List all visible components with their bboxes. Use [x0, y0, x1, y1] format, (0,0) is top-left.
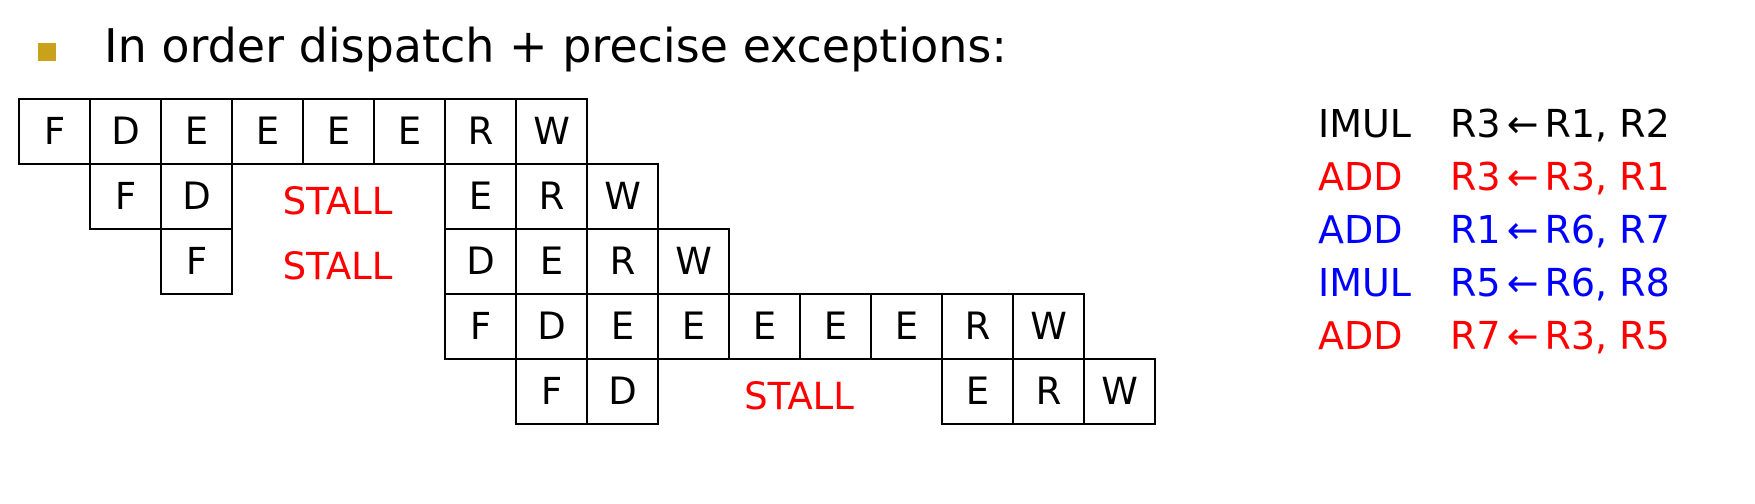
pipeline-stage-cell: E — [302, 98, 375, 165]
assign-arrow-icon: ← — [1506, 261, 1539, 305]
instruction-opcode: IMUL — [1318, 261, 1411, 305]
pipeline-stage-cell: W — [1012, 293, 1085, 360]
pipeline-stage-cell: R — [444, 98, 517, 165]
instruction-line: ADD R1←R6, R7 — [1318, 204, 1670, 257]
instruction-opcode: IMUL — [1318, 102, 1411, 146]
instruction-line: ADD R7←R3, R5 — [1318, 310, 1670, 363]
pipeline-stage-cell: F — [444, 293, 517, 360]
instruction-destination: R7 — [1450, 314, 1501, 358]
heading: In order dispatch + precise exceptions: — [104, 19, 1007, 73]
pipeline-stage-cell: E — [231, 98, 304, 165]
pipeline-stage-cell: D — [586, 358, 659, 425]
pipeline-stage-cell: E — [444, 163, 517, 230]
stall-label: STALL — [282, 180, 393, 223]
bullet-square — [38, 43, 56, 61]
assign-arrow-icon: ← — [1506, 155, 1539, 199]
pipeline-stage-cell: W — [586, 163, 659, 230]
pipeline-stage-cell: R — [586, 228, 659, 295]
instruction-destination: R1 — [1450, 208, 1501, 252]
instruction-line: ADD R3←R3, R1 — [1318, 151, 1670, 204]
pipeline-stage-cell: E — [373, 98, 446, 165]
pipeline-stage-cell: F — [160, 228, 233, 295]
pipeline-stage-cell: R — [1012, 358, 1085, 425]
instruction-line: IMUL R5←R6, R8 — [1318, 257, 1670, 310]
pipeline-stage-cell: D — [160, 163, 233, 230]
assign-arrow-icon: ← — [1506, 208, 1539, 252]
stall-label: STALL — [744, 375, 854, 418]
instruction-destination: R5 — [1450, 261, 1501, 305]
stall-label: STALL — [282, 245, 393, 288]
assign-arrow-icon: ← — [1506, 314, 1539, 358]
instruction-sources: R3, R5 — [1544, 314, 1670, 358]
instruction-sources: R6, R8 — [1544, 261, 1670, 305]
pipeline-stage-cell: F — [89, 163, 162, 230]
pipeline-stage-cell: W — [1083, 358, 1156, 425]
pipeline-stage-cell: E — [870, 293, 943, 360]
instruction-opcode: ADD — [1318, 155, 1403, 199]
instruction-sources: R3, R1 — [1544, 155, 1670, 199]
pipeline-stage-cell: D — [515, 293, 588, 360]
instruction-opcode: ADD — [1318, 314, 1403, 358]
instruction-opcode: ADD — [1318, 208, 1403, 252]
instruction-sources: R6, R7 — [1544, 208, 1670, 252]
pipeline-stage-cell: W — [515, 98, 588, 165]
instruction-destination: R3 — [1450, 155, 1501, 199]
pipeline-stage-cell: F — [18, 98, 91, 165]
pipeline-stage-cell: R — [941, 293, 1014, 360]
pipeline-stage-cell: E — [657, 293, 730, 360]
pipeline-stage-cell: E — [515, 228, 588, 295]
pipeline-stage-cell: F — [515, 358, 588, 425]
assign-arrow-icon: ← — [1506, 102, 1539, 146]
instruction-sources: R1, R2 — [1544, 102, 1670, 146]
instruction-line: IMUL R3←R1, R2 — [1318, 98, 1670, 151]
pipeline-stage-cell: D — [89, 98, 162, 165]
pipeline-stage-cell: E — [160, 98, 233, 165]
pipeline-stage-cell: E — [799, 293, 872, 360]
pipeline-stage-cell: E — [728, 293, 801, 360]
instruction-destination: R3 — [1450, 102, 1501, 146]
pipeline-stage-cell: E — [941, 358, 1014, 425]
pipeline-stage-cell: E — [586, 293, 659, 360]
pipeline-stage-cell: W — [657, 228, 730, 295]
pipeline-stage-cell: D — [444, 228, 517, 295]
pipeline-stage-cell: R — [515, 163, 588, 230]
